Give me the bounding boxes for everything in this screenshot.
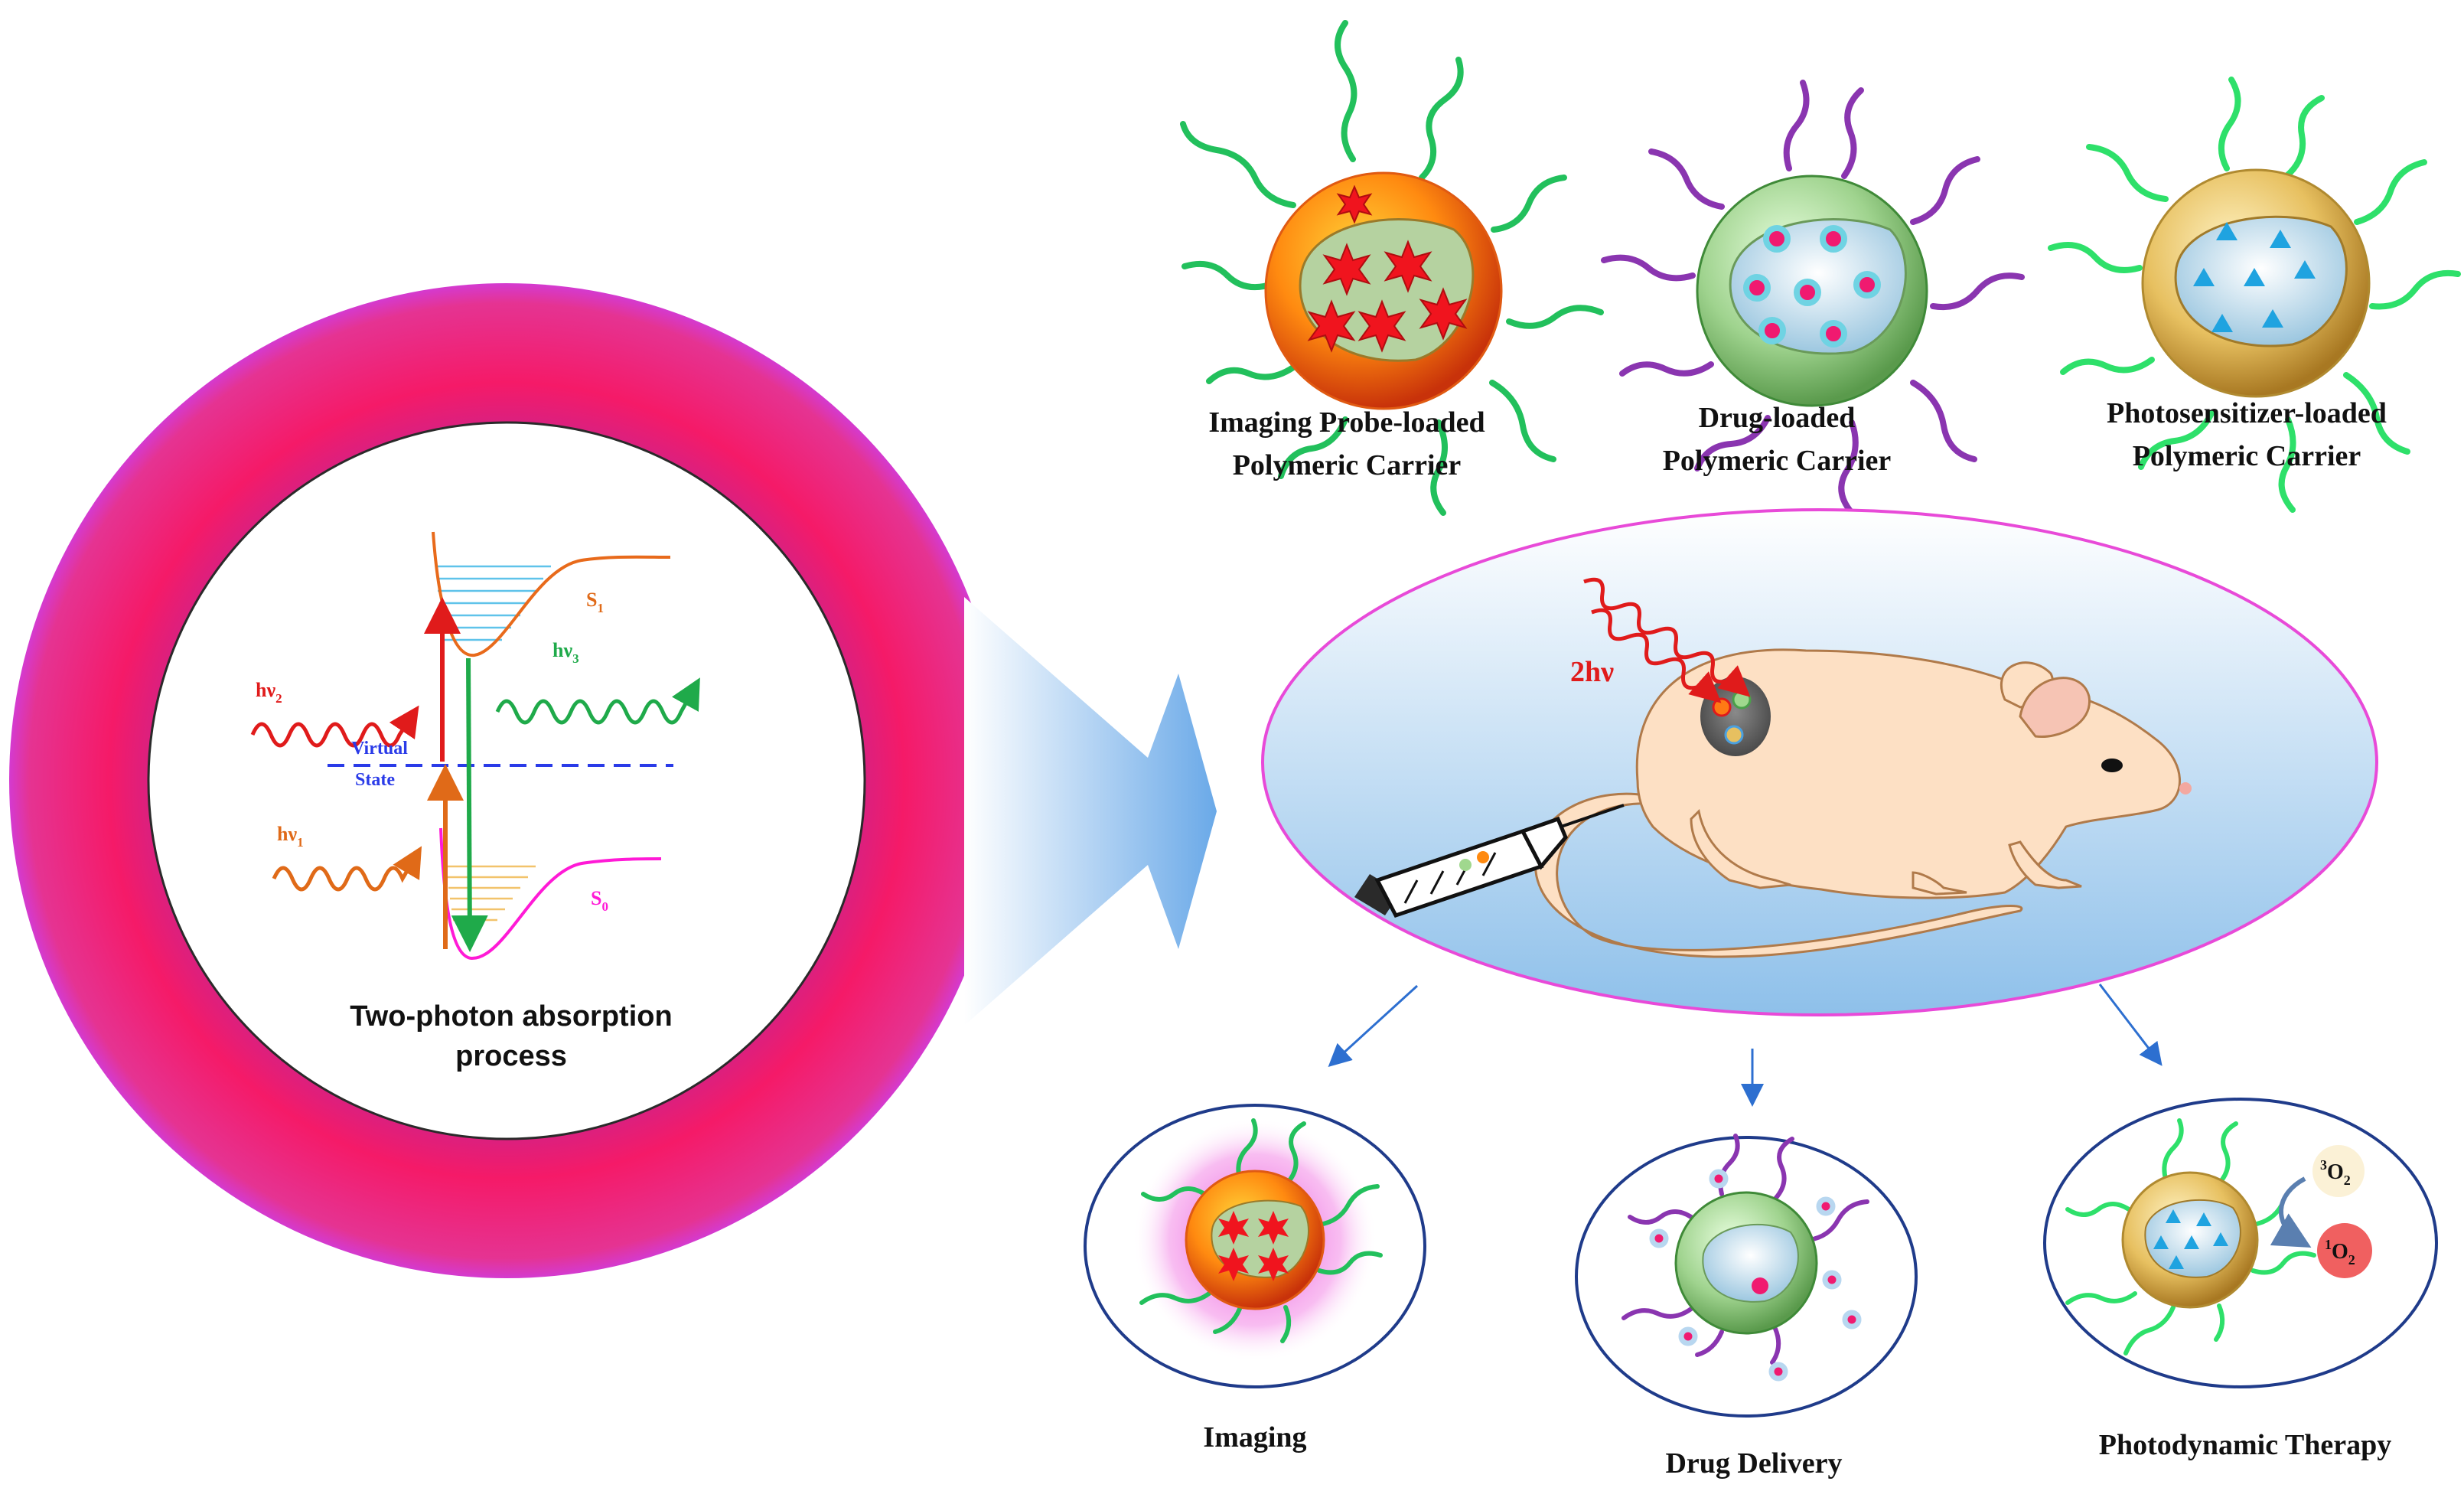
tumor-particle-orange	[1712, 697, 1732, 717]
mouse-eye	[2101, 759, 2123, 772]
mouse-leg-mid	[1912, 871, 1967, 896]
photon-wave-hv1	[272, 846, 422, 892]
outcome-drug-label: Drug Delivery	[1665, 1447, 1842, 1480]
flow-arrow-imaging	[1328, 984, 1419, 1068]
photon-wave-hv2	[250, 705, 419, 748]
mouse-ear-front	[2019, 677, 2091, 738]
outcome-drug-delivery	[1575, 1134, 1918, 1418]
two-photon-caption-line1: Two-photon absorption	[350, 1000, 672, 1033]
tumor-particle-gold	[1724, 725, 1744, 745]
carrier-3-caption-line1: Photosensitizer-loaded	[2107, 397, 2387, 429]
outcome-pdt: 3O2 1O2	[2043, 1098, 2438, 1388]
syringe	[1354, 804, 1625, 918]
mouse-nose	[2179, 782, 2192, 794]
carrier-1-caption-line2: Polymeric Carrier	[1233, 449, 1462, 481]
two-photon-panel: S1 S0 hν2 hν1 hν3 Virtual State Two-phot…	[9, 283, 1004, 1278]
imaging-probe-carrier	[1180, 20, 1604, 516]
emission-arrow	[451, 657, 488, 952]
carrier-2-caption-line2: Polymeric Carrier	[1663, 445, 1892, 477]
virtual-label-line2: State	[355, 770, 395, 790]
laser-wave-1	[1583, 577, 1751, 697]
in-vivo-panel: 2hν	[1261, 508, 2378, 1016]
laser-wave-2	[1591, 608, 1722, 703]
triplet-oxygen-label: 3O2	[2320, 1157, 2351, 1188]
two-photon-caption-line2: process	[455, 1040, 567, 1072]
photosensitizer-carrier	[2048, 77, 2461, 513]
virtual-label-line1: Virtual	[351, 739, 408, 759]
transition-arrow	[964, 597, 1217, 1026]
singlet-oxygen-label: 1O2	[2325, 1237, 2355, 1268]
drug-carrier	[1601, 80, 2025, 516]
carrier-1-caption-line1: Imaging Probe-loaded	[1208, 406, 1485, 439]
mouse-leg-front	[2008, 840, 2082, 889]
outcome-imaging-label: Imaging	[1203, 1421, 1306, 1453]
hv2-label: hν2	[256, 679, 282, 706]
mouse-leg-back	[1690, 808, 1791, 889]
ring-inner-disc	[147, 421, 866, 1140]
carrier-3-caption-line2: Polymeric Carrier	[2133, 440, 2361, 472]
s1-label: S1	[586, 589, 604, 615]
tumor-site	[1700, 677, 1771, 756]
flow-arrow-pdt	[2098, 984, 2163, 1066]
carrier-2-caption-line1: Drug-loaded	[1699, 402, 1856, 434]
photon-wave-hv3	[495, 677, 700, 725]
outcome-imaging	[1084, 1104, 1426, 1388]
hv3-label: hν3	[552, 639, 579, 666]
hv1-label: hν1	[277, 823, 304, 850]
outcome-pdt-label: Photodynamic Therapy	[2099, 1429, 2392, 1461]
triplet-oxygen-bubble	[2312, 1145, 2365, 1197]
tumor-particle-green	[1732, 690, 1752, 710]
two-photon-label: 2hν	[1570, 656, 1614, 688]
singlet-oxygen-bubble	[2317, 1223, 2372, 1278]
pdt-conversion-arrow	[2270, 1176, 2312, 1248]
s0-label: S0	[591, 887, 608, 914]
